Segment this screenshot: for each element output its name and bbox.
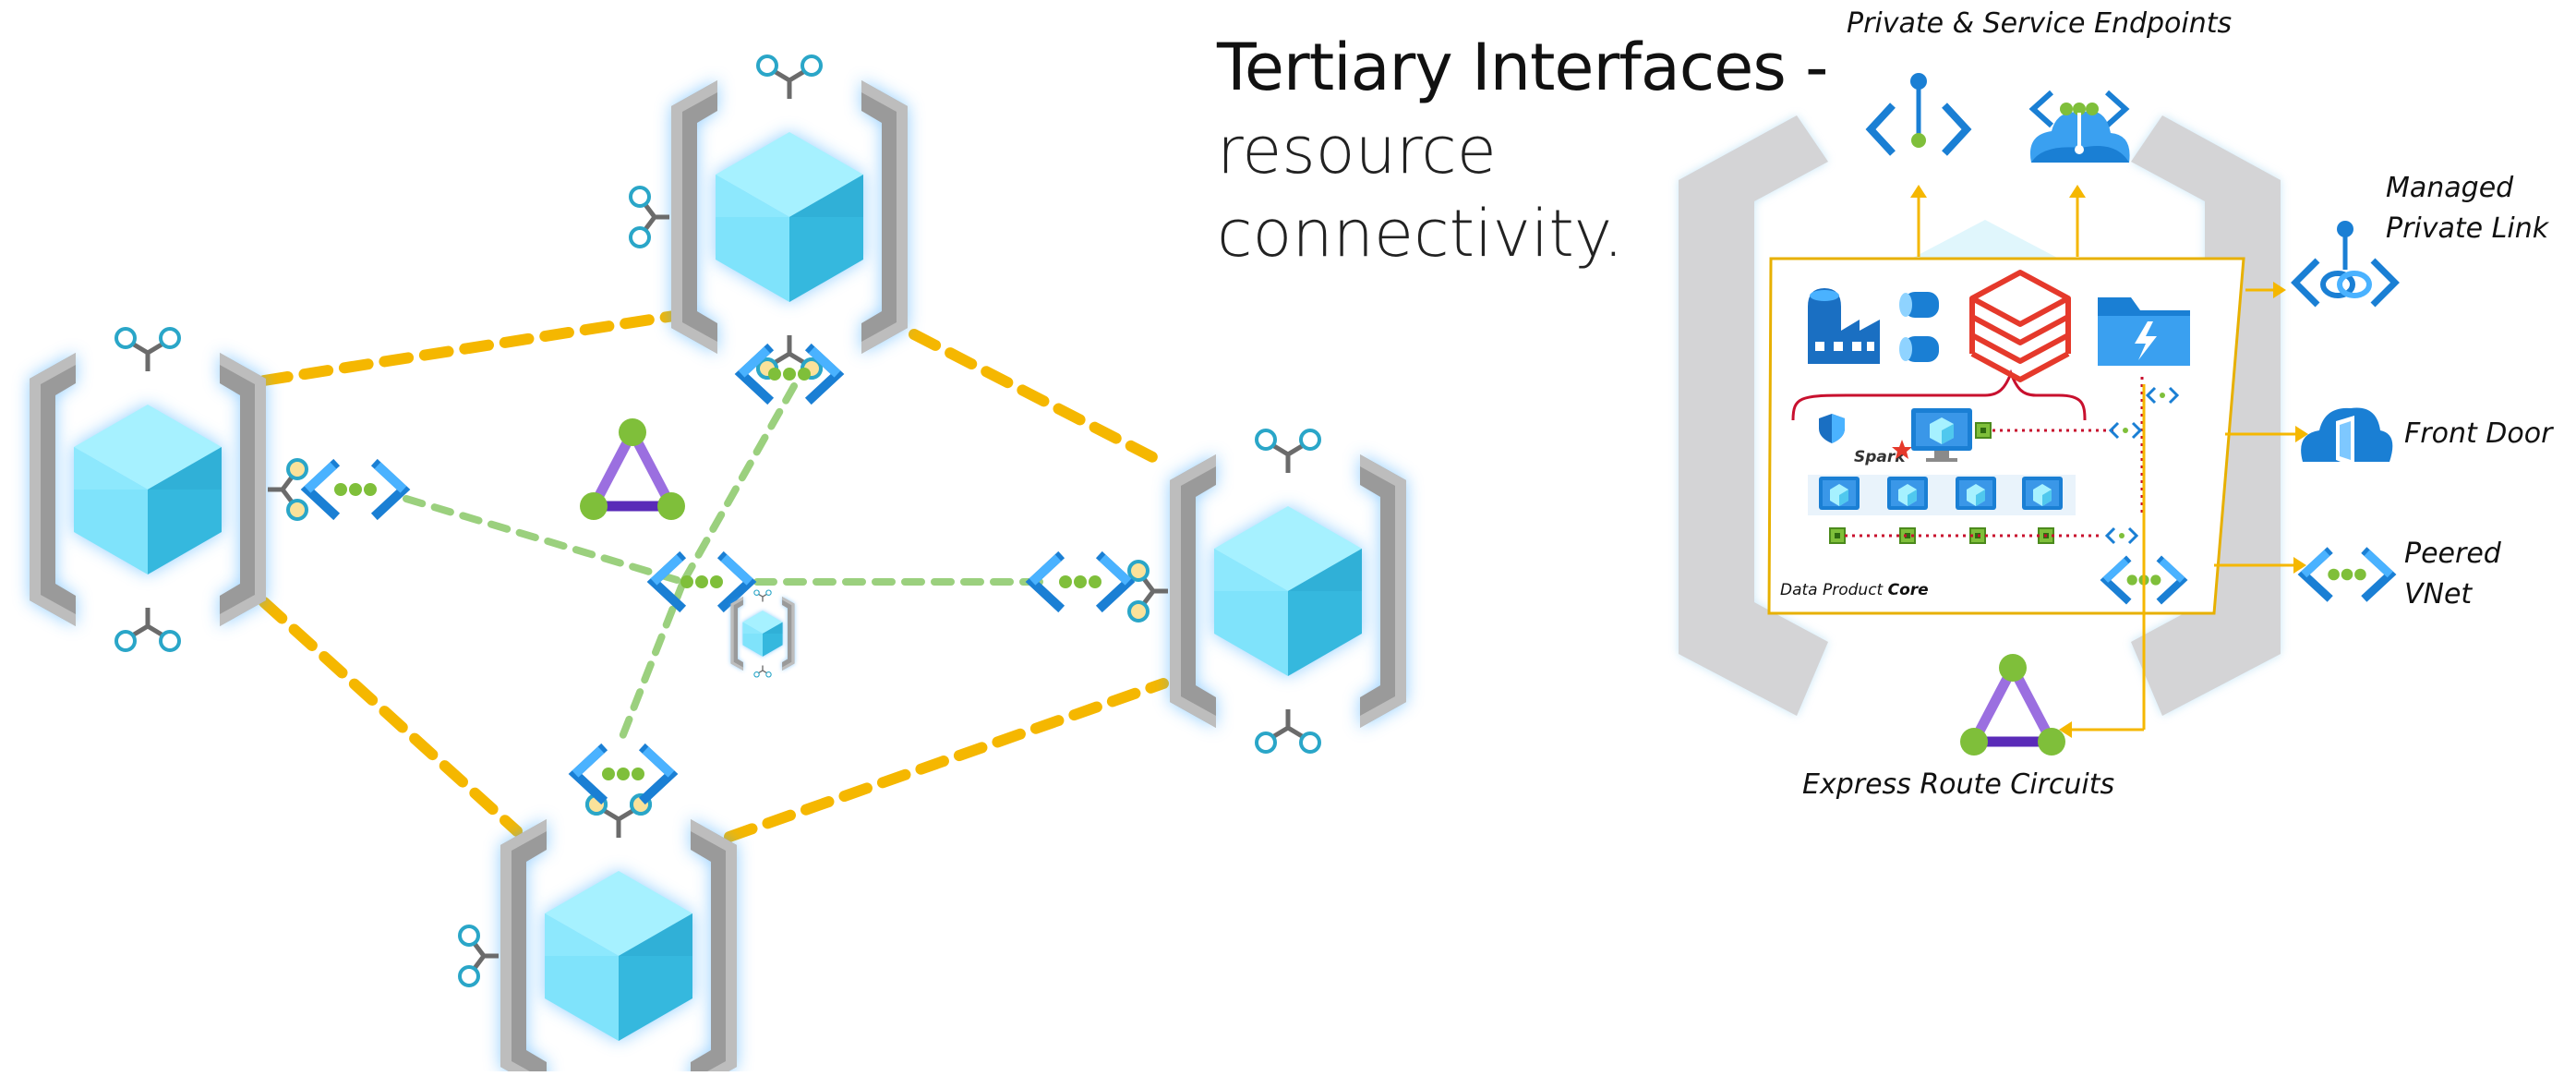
title-line-1: Tertiary Interfaces - xyxy=(1217,30,1828,105)
cube-node-north xyxy=(671,56,908,378)
label-peered: Peered xyxy=(2404,538,2501,570)
vnet-icon-east xyxy=(1032,558,1128,606)
title-line-3: connectivity. xyxy=(1217,196,1624,272)
connector-south xyxy=(460,926,499,985)
vnet-icon-peered xyxy=(2304,553,2390,597)
orange-arrows xyxy=(1917,192,2299,731)
vnet-icon-hub xyxy=(654,558,750,606)
vm-row xyxy=(1808,475,2076,544)
svg-text:Spark: Spark xyxy=(1854,448,1907,466)
cube-node-west xyxy=(30,329,266,650)
mini-cube-icon xyxy=(730,590,794,677)
private-link-icon xyxy=(2291,221,2400,308)
front-door-icon xyxy=(2301,407,2393,467)
label-vnet: VNet xyxy=(2404,578,2473,611)
label-managed: Managed xyxy=(2386,172,2514,204)
data-factory-icon xyxy=(1808,288,1880,364)
private-endpoint-icon xyxy=(1865,73,1972,156)
green-hub-links xyxy=(403,382,1056,750)
red-dotted-links xyxy=(1845,377,2144,538)
data-product-core-label: Data Product Core xyxy=(1780,581,1929,599)
vnet-icon-west xyxy=(307,465,403,514)
slide-title: Tertiary Interfaces - resource connectiv… xyxy=(1217,26,1828,275)
label-private-service-endpoints: Private & Service Endpoints xyxy=(1847,7,2233,40)
service-endpoint-cloud-icon xyxy=(2028,90,2130,163)
expressroute-icon-left xyxy=(580,418,685,520)
label-express-route: Express Route Circuits xyxy=(1802,768,2115,801)
pipeline-icons xyxy=(1899,292,1939,362)
defender-shield-icon xyxy=(1819,414,1845,443)
title-line-2: resource xyxy=(1217,113,1497,188)
orange-mesh-links xyxy=(259,310,1171,842)
cube-node-east xyxy=(1170,430,1406,752)
spark-icon: Spark xyxy=(1854,440,1912,466)
connector-east xyxy=(1129,562,1168,621)
connector-north xyxy=(631,187,669,247)
label-private-link: Private Link xyxy=(2386,212,2549,245)
storage-lake-icon xyxy=(2098,297,2190,366)
label-front-door: Front Door xyxy=(2404,417,2553,450)
vnet-icon-south xyxy=(575,750,671,798)
cube-node-south xyxy=(500,795,737,1071)
expressroute-icon-right xyxy=(1960,654,2065,756)
databricks-icon xyxy=(1969,270,2071,382)
vm-icon-top xyxy=(1911,408,1972,462)
